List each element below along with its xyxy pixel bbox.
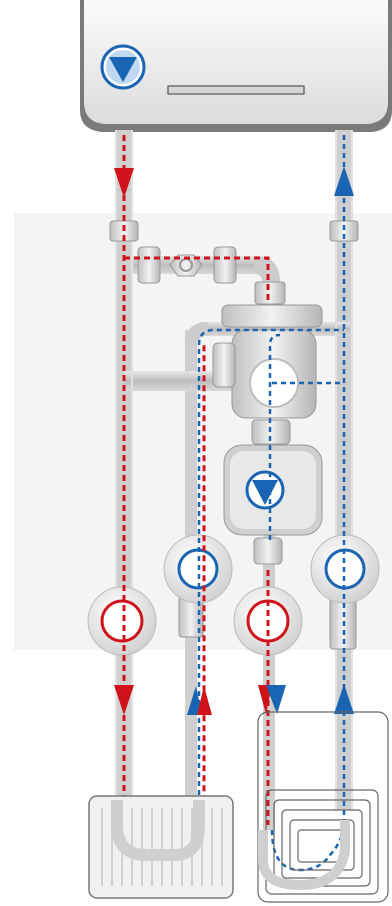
- arrow-up-icon: [334, 684, 354, 714]
- arrow-down-icon: [114, 685, 134, 715]
- arrow-up-icon: [187, 686, 202, 715]
- floor-heating-coil-icon: [257, 711, 389, 903]
- arrow-down-icon: [114, 168, 134, 198]
- flow-arrow-icons: [114, 166, 354, 715]
- arrow-up-icon: [197, 686, 212, 715]
- boiler: [80, 0, 392, 132]
- circulation-pump: [223, 444, 323, 565]
- boiler-display-slot: [167, 85, 305, 95]
- radiator-icon: [88, 795, 234, 899]
- arrow-up-icon: [334, 166, 354, 196]
- radiator-supply-valve[interactable]: [87, 586, 157, 656]
- arrow-down-icon: [266, 685, 286, 714]
- arrow-down-icon: [258, 685, 272, 714]
- pipe-outlines: [115, 130, 353, 820]
- pump-symbol-icon: [245, 470, 285, 510]
- pump-symbol-icon: [100, 44, 146, 90]
